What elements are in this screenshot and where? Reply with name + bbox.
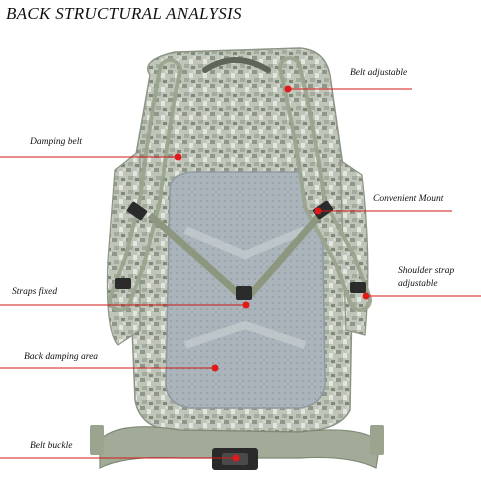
callout-shoulder-strap-line1: Shoulder strap — [398, 266, 455, 276]
chest-strap-left — [147, 212, 243, 298]
callout-shoulder-strap-line2: adjustable — [398, 279, 438, 289]
callout-belt-adjustable: Belt adjustable — [350, 68, 408, 78]
callout-dots — [174, 85, 370, 462]
callout-belt-buckle: Belt buckle — [30, 441, 73, 451]
chest-strap-right — [247, 212, 323, 298]
callout-convenient-mount: Convenient Mount — [373, 194, 444, 204]
callout-back-damping-area: Back damping area — [24, 352, 99, 362]
callout-straps-fixed: Straps fixed — [12, 287, 58, 297]
chest-buckle — [236, 286, 252, 300]
callout-lines — [0, 88, 481, 459]
top-handle — [202, 57, 271, 73]
callout-damping-belt: Damping belt — [30, 137, 82, 147]
page-title: BACK STRUCTURAL ANALYSIS — [6, 4, 242, 23]
